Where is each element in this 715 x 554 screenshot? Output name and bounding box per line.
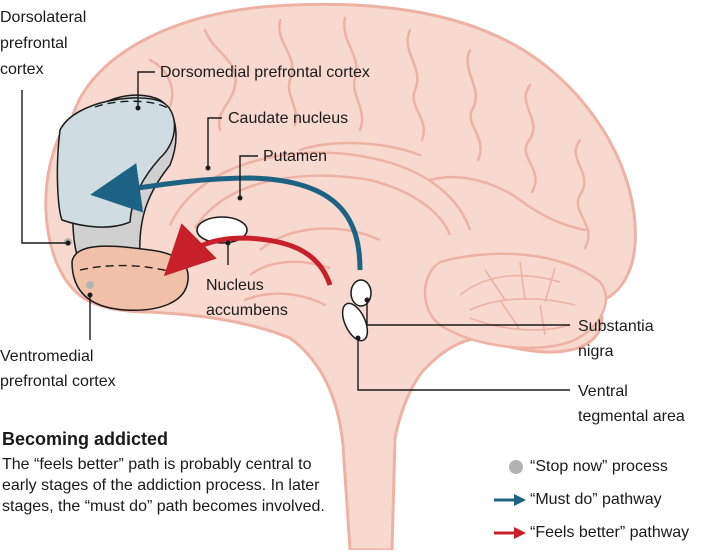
dorsolateral-prefrontal-label: Dorsolateral prefrontal cortex bbox=[0, 9, 86, 78]
dlpfc-line-1: Dorsolateral bbox=[0, 9, 86, 26]
ventromedial-prefrontal-label: Ventromedial prefrontal cortex bbox=[0, 348, 116, 390]
dorsomedial-prefrontal-region bbox=[56, 97, 176, 228]
substantia-line-2: nigra bbox=[578, 343, 614, 360]
leader-lines bbox=[21, 71, 570, 391]
vta-line-1: Ventral bbox=[578, 383, 628, 400]
vmpfc-line-1: Ventromedial bbox=[0, 348, 93, 365]
ventral-tegmental-shape bbox=[341, 302, 369, 342]
substantia-line-1: Substantia bbox=[578, 318, 654, 335]
dlpfc-line-3: cortex bbox=[0, 61, 44, 78]
vta-line-2: tegmental area bbox=[578, 408, 685, 425]
stop-now-dot-ventral bbox=[86, 281, 94, 289]
red-arrow-icon bbox=[494, 527, 526, 539]
caption: Becoming addicted The “feels better” pat… bbox=[2, 428, 332, 517]
legend-item-must-do: “Must do” pathway bbox=[490, 488, 715, 512]
legend-item-feels-better: “Feels better” pathway bbox=[490, 521, 715, 545]
caption-body: The “feels better” path is probably cent… bbox=[2, 456, 325, 515]
dorsomedial-prefrontal-label: Dorsomedial prefrontal cortex bbox=[160, 64, 370, 81]
legend-item-stop-now: “Stop now” process bbox=[490, 455, 715, 479]
putamen-label: Putamen bbox=[263, 148, 327, 165]
legend-stop-now-label: “Stop now” process bbox=[530, 458, 668, 475]
dlpfc-line-2: prefrontal bbox=[0, 35, 68, 52]
gray-dot-icon bbox=[509, 460, 523, 474]
substantia-nigra-label: Substantia nigra bbox=[578, 318, 654, 360]
ventral-tegmental-label: Ventral tegmental area bbox=[578, 383, 685, 425]
blue-arrow-icon bbox=[494, 494, 526, 506]
caudate-nucleus-label: Caudate nucleus bbox=[228, 110, 348, 127]
legend-must-do-label: “Must do” pathway bbox=[530, 491, 662, 508]
must-do-pathway-arrow bbox=[90, 163, 363, 271]
nacc-line-1: Nucleus bbox=[206, 277, 264, 294]
nucleus-accumbens-label: Nucleus accumbens bbox=[206, 277, 288, 319]
legend: “Stop now” process “Must do” pathway “Fe… bbox=[490, 455, 715, 554]
feels-better-pathway-arrow bbox=[163, 223, 333, 286]
nacc-line-2: accumbens bbox=[206, 302, 288, 319]
vmpfc-line-2: prefrontal cortex bbox=[0, 373, 116, 390]
legend-feels-better-label: “Feels better” pathway bbox=[530, 524, 690, 541]
caption-title: Becoming addicted bbox=[2, 429, 169, 449]
